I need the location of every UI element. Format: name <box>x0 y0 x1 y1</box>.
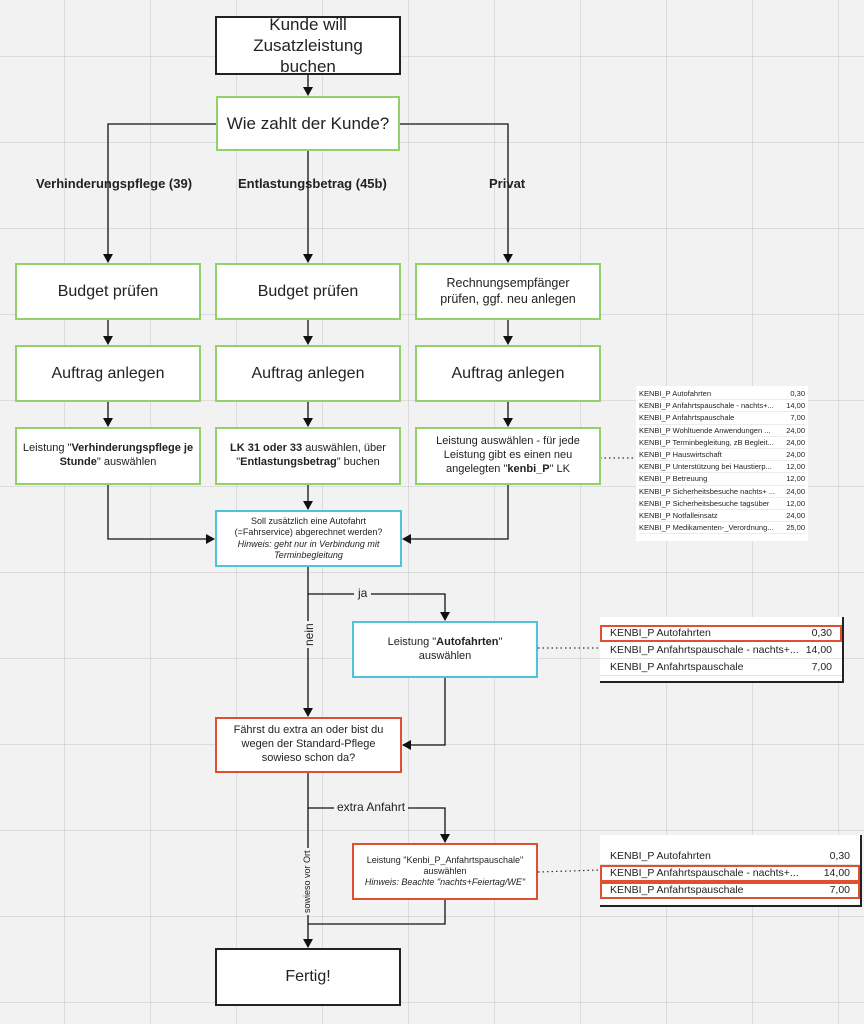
service-price: 12,00 <box>786 474 805 484</box>
order-privat-node: Auftrag anlegen <box>415 345 601 402</box>
recipient-check-node: Rechnungsempfänger prüfen, ggf. neu anle… <box>415 263 601 320</box>
service-row: KENBI_P Notfalleinsatz 24,00 <box>639 510 805 523</box>
autofahrt-select-text: Leistung "Autofahrten" auswählen <box>387 635 503 662</box>
anfahrt-select-text: Leistung "Kenbi_P_Anfahrtspauschale" aus… <box>366 854 524 876</box>
service-name: KENBI_P Autofahrten <box>610 627 711 639</box>
service-name: KENBI_P Anfahrtspauschale <box>610 661 744 673</box>
service-price: 25,00 <box>786 523 805 533</box>
service-row: KENBI_P Betreuung 12,00 <box>639 473 805 486</box>
service-name: KENBI_P Medikamenten-_Verordnung... <box>639 523 774 533</box>
budget-check-verhinderung-node: Budget prüfen <box>15 263 201 320</box>
service-row: KENBI_P Sicherheitsbesuche nachts+ ... 24… <box>639 486 805 498</box>
service-privat-text: Leistung auswählen - für jede Leistung g… <box>436 435 580 475</box>
service-name: KENBI_P Anfahrtspauschale <box>639 413 735 423</box>
service-price: 24,00 <box>786 510 805 520</box>
service-entlastung-node: LK 31 oder 33 auswählen, über "Entlastun… <box>215 427 401 485</box>
start-node: Kunde will Zusatzleistung buchen <box>215 14 401 77</box>
service-row: KENBI_P Anfahrtspauschale 7,00 <box>600 659 842 676</box>
service-price: 24,00 <box>786 437 805 447</box>
service-verhinderung-text: Leistung "Verhinderungspflege je Stunde"… <box>22 442 194 468</box>
anfahrt-select-node: Leistung "Kenbi_P_Anfahrtspauschale" aus… <box>352 843 538 900</box>
service-row: KENBI_P Sicherheitsbesuche tagsüber 12,00 <box>639 498 805 510</box>
service-row: KENBI_P Wohltuende Anwendungen ... 24,00 <box>639 425 805 437</box>
service-price: 0,30 <box>790 389 805 399</box>
service-row: KENBI_P Medikamenten-_Verordnung... 25,00 <box>639 522 805 535</box>
end-node: Fertig! <box>215 948 401 1006</box>
service-price: 24,00 <box>786 450 805 460</box>
edge-label-entlastungsbetrag: Entlastungsbetrag (45b) <box>238 176 387 191</box>
service-row: KENBI_P Autofahrten 0,30 <box>600 625 842 642</box>
budget-check-entlastung-node: Budget prüfen <box>215 263 401 320</box>
service-name: KENBI_P Anfahrtspauschale <box>610 884 744 896</box>
service-name: KENBI_P Sicherheitsbesuche tagsüber <box>639 498 770 508</box>
service-price: 24,00 <box>786 425 805 435</box>
payment-question-text: Wie zahlt der Kunde? <box>226 113 390 133</box>
order-entlastung-text: Auftrag anlegen <box>251 364 365 382</box>
edge-label-extra-anfahrt: extra Anfahrt <box>334 800 409 814</box>
service-row: KENBI_P Anfahrtspauschale 7,00 <box>600 882 860 899</box>
edge-label-privat: Privat <box>489 176 526 191</box>
service-row: KENBI_P Anfahrtspauschale - nachts+... 14… <box>600 865 860 882</box>
service-verhinderung-node: Leistung "Verhinderungspflege je Stunde"… <box>15 427 201 485</box>
service-row: KENBI_P Autofahrten 0,30 <box>639 388 805 401</box>
service-price: 14,00 <box>805 644 832 656</box>
service-price: 24,00 <box>786 486 805 496</box>
service-name: KENBI_P Anfahrtspauschale - nachts+... <box>639 401 774 411</box>
service-row: KENBI_P Autofahrten 0,30 <box>600 848 860 865</box>
edge-label-verhinderungspflege: Verhinderungspflege (39) <box>36 176 193 191</box>
end-node-text: Fertig! <box>285 968 331 985</box>
service-price: 7,00 <box>790 413 805 423</box>
service-name: KENBI_P Wohltuende Anwendungen ... <box>639 425 771 435</box>
autofahrt-question-hint: Hinweis: geht nur in Verbindung mit Term… <box>237 538 380 560</box>
autofahrt-question-text: Soll zusätzlich eine Autofahrt (=Fahrser… <box>234 516 383 538</box>
service-price: 12,00 <box>786 462 805 472</box>
travel-question-node: Fährst du extra an oder bist du wegen de… <box>215 717 402 773</box>
service-name: KENBI_P Betreuung <box>639 474 708 484</box>
order-entlastung-node: Auftrag anlegen <box>215 345 401 402</box>
service-name: KENBI_P Hauswirtschaft <box>639 450 722 460</box>
edge-label-sowieso-vor-ort: sowieso vor Ort <box>302 848 312 915</box>
service-name: KENBI_P Autofahrten <box>610 850 711 862</box>
service-name: KENBI_P Anfahrtspauschale - nachts+... <box>610 644 799 656</box>
travel-question-text: Fährst du extra an oder bist du wegen de… <box>233 724 384 764</box>
service-price: 7,00 <box>811 661 832 673</box>
service-price: 0,30 <box>811 627 832 639</box>
service-price: 14,00 <box>786 401 805 411</box>
service-row: KENBI_P Anfahrtspauschale - nachts+... 14… <box>639 400 805 413</box>
budget-check-verhinderung-text: Budget prüfen <box>57 282 159 300</box>
order-verhinderung-text: Auftrag anlegen <box>51 364 165 382</box>
service-row: KENBI_P Unterstützung bei Haustierp... 12… <box>639 461 805 474</box>
order-verhinderung-node: Auftrag anlegen <box>15 345 201 402</box>
service-name: KENBI_P Notfalleinsatz <box>639 510 718 520</box>
edge-label-nein: nein <box>302 621 316 648</box>
service-name: KENBI_P Autofahrten <box>639 389 711 399</box>
service-price: 12,00 <box>786 498 805 508</box>
autofahrt-question-node: Soll zusätzlich eine Autofahrt (=Fahrser… <box>215 510 402 567</box>
service-price: 7,00 <box>829 884 850 896</box>
service-name: KENBI_P Terminbegleitung, zB Begleit... <box>639 437 774 447</box>
anfahrt-select-hint: Hinweis: Beachte "nachts+Feiertag/WE" <box>364 877 526 888</box>
service-row: KENBI_P Anfahrtspauschale 7,00 <box>639 412 805 425</box>
recipient-check-text: Rechnungsempfänger prüfen, ggf. neu anle… <box>440 275 576 306</box>
service-entlastung-text: LK 31 oder 33 auswählen, über "Entlastun… <box>230 442 386 468</box>
budget-check-entlastung-text: Budget prüfen <box>257 282 359 300</box>
payment-question-node: Wie zahlt der Kunde? <box>216 96 400 151</box>
service-price: 0,30 <box>829 850 850 862</box>
service-price: 14,00 <box>823 867 850 879</box>
service-privat-node: Leistung auswählen - für jede Leistung g… <box>415 427 601 485</box>
service-row: KENBI_P Terminbegleitung, zB Begleit... 2… <box>639 437 805 449</box>
service-row: KENBI_P Hauswirtschaft 24,00 <box>639 449 805 462</box>
service-name: KENBI_P Anfahrtspauschale - nachts+... <box>610 867 799 879</box>
service-row: KENBI_P Anfahrtspauschale - nachts+... 14… <box>600 642 842 659</box>
service-name: KENBI_P Unterstützung bei Haustierp... <box>639 462 772 472</box>
order-privat-text: Auftrag anlegen <box>451 364 565 382</box>
edge-label-ja: ja <box>354 586 372 600</box>
autofahrt-select-node: Leistung "Autofahrten" auswählen <box>352 621 538 678</box>
service-name: KENBI_P Sicherheitsbesuche nachts+ ... <box>639 486 775 496</box>
start-node-text: Kunde will Zusatzleistung buchen <box>253 14 363 77</box>
